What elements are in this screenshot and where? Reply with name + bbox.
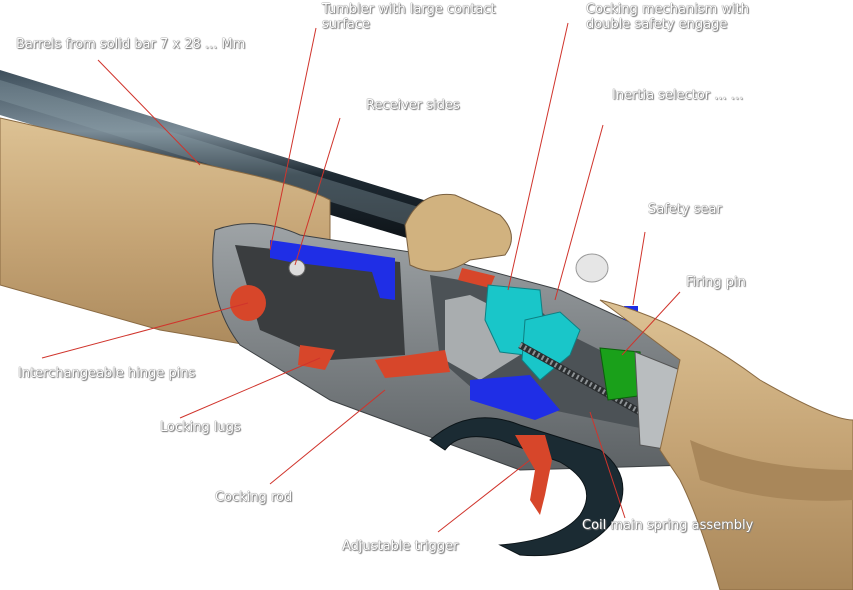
leader-lines bbox=[41, 22, 681, 533]
label-trigger: Adjustable trigger bbox=[342, 539, 459, 554]
label-barrels: Barrels from solid bar 7 x 28 ... Mm bbox=[16, 37, 246, 52]
adjustable-trigger bbox=[515, 435, 552, 515]
label-inertia-selector: Inertia selector ... ... bbox=[612, 88, 744, 103]
label-firing-pin: Firing pin bbox=[686, 275, 746, 290]
label-cocking-rod: Cocking rod bbox=[215, 490, 293, 505]
top-lever bbox=[404, 193, 512, 272]
cocking-rod bbox=[375, 350, 450, 378]
label-coil-spring: Coil main spring assembly bbox=[582, 518, 754, 533]
label-cocking-mechanism: Cocking mechanism with double safety eng… bbox=[586, 2, 749, 32]
buttstock bbox=[599, 299, 853, 590]
top-red-part bbox=[458, 268, 495, 288]
safety-button bbox=[575, 253, 609, 283]
label-locking-lugs: Locking lugs bbox=[160, 420, 241, 435]
sear bbox=[521, 311, 581, 381]
trigger-guard bbox=[429, 417, 624, 557]
label-safety-sear: Safety sear bbox=[648, 202, 722, 217]
label-hinge-pins: Interchangeable hinge pins bbox=[18, 366, 196, 381]
label-tumbler: Tumbler with large contact surface bbox=[322, 2, 496, 32]
receiver-side-pin bbox=[288, 259, 306, 277]
label-receiver-sides: Receiver sides bbox=[366, 98, 460, 113]
grip-shadow bbox=[690, 440, 853, 501]
